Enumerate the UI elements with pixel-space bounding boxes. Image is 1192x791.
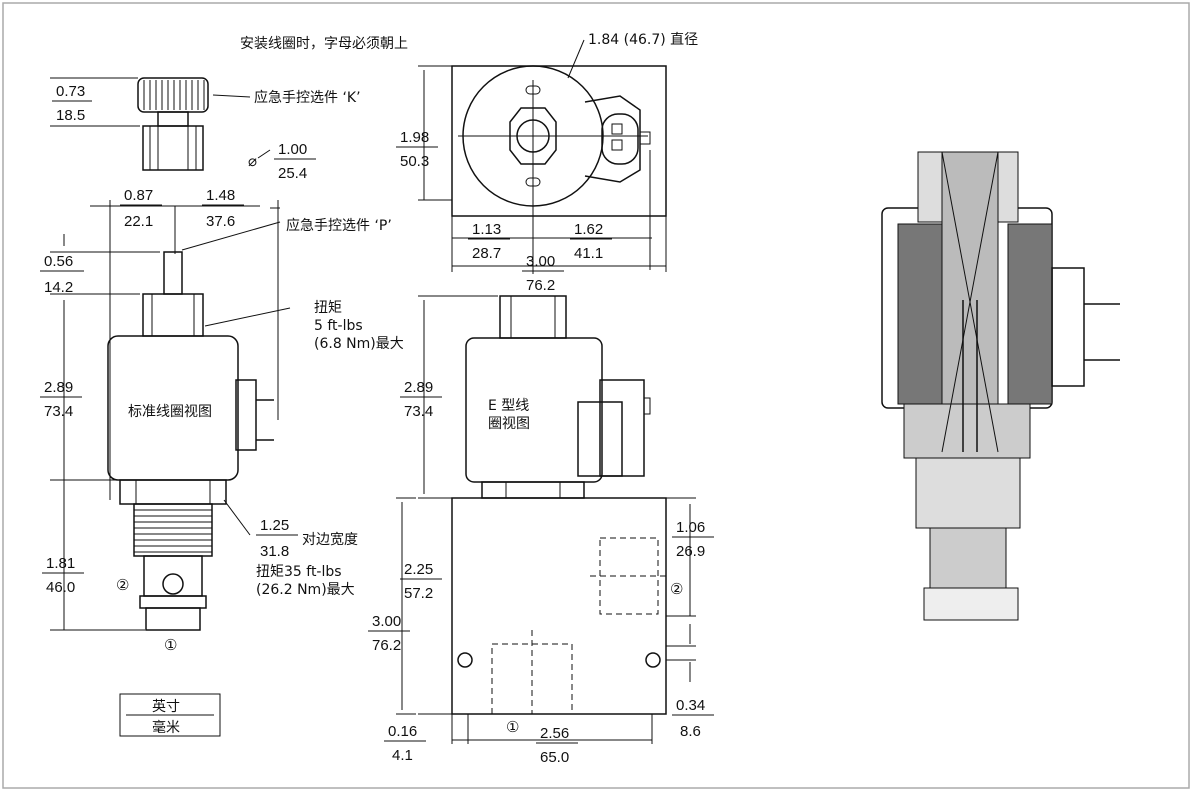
override-k-label: 应急手控选件 ‘K’ [254, 89, 361, 106]
svg-text:0.87: 0.87 [124, 187, 153, 204]
dim-113: 1.13 28.7 [468, 221, 510, 262]
dim-087: 0.87 22.1 [120, 187, 162, 230]
left-dimension-lines [50, 77, 291, 631]
standard-valve-view [107, 77, 274, 631]
svg-text:25.4: 25.4 [278, 165, 307, 182]
e-coil-view [396, 295, 696, 744]
dim-034: 0.34 8.6 [672, 697, 714, 740]
svg-text:1.98: 1.98 [400, 129, 429, 146]
svg-text:76.2: 76.2 [372, 637, 401, 654]
e-coil-label-2: 圈视图 [488, 416, 530, 432]
dim-125: 1.25 31.8 [256, 517, 298, 560]
svg-text:0.56: 0.56 [44, 253, 73, 270]
svg-text:4.1: 4.1 [392, 747, 413, 764]
torque35-nm: (26.2 Nm)最大 [256, 582, 355, 598]
torque35-label: 扭矩35 ft-lbs [256, 564, 342, 580]
override-p-stem [163, 251, 183, 295]
svg-text:2.25: 2.25 [404, 561, 433, 578]
diameter-callout: 1.84 (46.7) 直径 [588, 31, 698, 48]
svg-text:1.00: 1.00 [278, 141, 307, 158]
svg-text:1.48: 1.48 [206, 187, 235, 204]
svg-text:0.16: 0.16 [388, 723, 417, 740]
svg-text:0.73: 0.73 [56, 83, 85, 100]
svg-text:2.56: 2.56 [540, 725, 569, 742]
svg-text:73.4: 73.4 [44, 403, 73, 420]
mount-note: 安装线圈时，字母必须朝上 [240, 36, 408, 52]
diameter-symbol: ⌀ [248, 153, 257, 170]
dim-225: 2.25 57.2 [400, 561, 442, 602]
svg-text:0.34: 0.34 [676, 697, 705, 714]
threads [133, 503, 213, 557]
svg-text:76.2: 76.2 [526, 277, 555, 294]
svg-text:22.1: 22.1 [124, 213, 153, 230]
svg-text:1.25: 1.25 [260, 517, 289, 534]
dim-106: 1.06 26.9 [672, 519, 714, 560]
svg-text:46.0: 46.0 [46, 579, 75, 596]
port-1-right: ① [506, 719, 519, 736]
dim-181: 1.81 46.0 [42, 555, 84, 596]
svg-text:65.0: 65.0 [540, 749, 569, 766]
svg-text:14.2: 14.2 [44, 279, 73, 296]
e-coil-label-1: E 型线 [488, 398, 529, 414]
svg-text:73.4: 73.4 [404, 403, 433, 420]
hex-flats-label: 对边宽度 [302, 531, 358, 548]
terminal-box [235, 379, 257, 451]
svg-text:3.00: 3.00 [372, 613, 401, 630]
svg-text:1.81: 1.81 [46, 555, 75, 572]
dim-162: 1.62 41.1 [570, 221, 612, 262]
torque-title: 扭矩 [314, 300, 342, 316]
std-coil-label: 标准线圈视图 [128, 404, 212, 420]
svg-text:2.89: 2.89 [404, 379, 433, 396]
svg-text:37.6: 37.6 [206, 213, 235, 230]
torque-nm: (6.8 Nm)最大 [314, 336, 404, 352]
dim-256: 2.56 65.0 [536, 725, 578, 766]
section-view [881, 151, 1120, 621]
dim-100: 1.00 25.4 [274, 141, 316, 182]
unit-inch: 英寸 [152, 698, 180, 715]
dim-148: 1.48 37.6 [202, 187, 244, 230]
dim-056: 0.56 14.2 [40, 253, 84, 296]
svg-text:26.9: 26.9 [676, 543, 705, 560]
top-view [418, 39, 667, 274]
override-p-label: 应急手控选件 ‘P’ [286, 217, 392, 234]
dim-198: 1.98 50.3 [396, 129, 438, 170]
dim-016: 0.16 4.1 [384, 723, 426, 764]
svg-text:57.2: 57.2 [404, 585, 433, 602]
svg-text:18.5: 18.5 [56, 107, 85, 124]
override-k-knob [137, 77, 209, 171]
torque-ftlbs: 5 ft-lbs [314, 318, 363, 334]
svg-text:1.06: 1.06 [676, 519, 705, 536]
unit-mm: 毫米 [152, 719, 180, 736]
dim-300h: 3.00 76.2 [368, 613, 410, 654]
port-2-left: ② [116, 577, 129, 594]
dim-300w: 3.00 76.2 [522, 253, 564, 294]
port-2-right: ② [670, 581, 683, 598]
svg-text:3.00: 3.00 [526, 253, 555, 270]
svg-text:8.6: 8.6 [680, 723, 701, 740]
svg-text:1.13: 1.13 [472, 221, 501, 238]
svg-text:50.3: 50.3 [400, 153, 429, 170]
svg-text:31.8: 31.8 [260, 543, 289, 560]
dim-289a: 2.89 73.4 [40, 379, 82, 420]
port-1-left: ① [164, 637, 177, 654]
svg-text:28.7: 28.7 [472, 245, 501, 262]
units-legend: 英寸 毫米 [119, 693, 221, 737]
svg-text:41.1: 41.1 [574, 245, 603, 262]
dim-289b: 2.89 73.4 [400, 379, 442, 420]
svg-text:2.89: 2.89 [44, 379, 73, 396]
dim-073: 0.73 18.5 [52, 83, 92, 124]
svg-text:1.62: 1.62 [574, 221, 603, 238]
